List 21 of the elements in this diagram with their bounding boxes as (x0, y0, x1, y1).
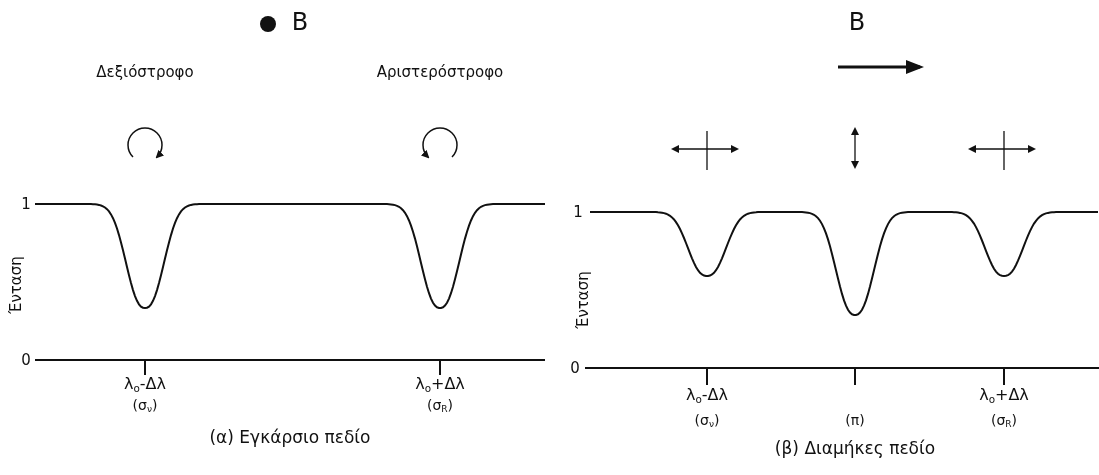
text-label: (α) Εγκάρσιο πεδίο (209, 427, 371, 447)
text-label: (β) Διαμήκες πεδίο (774, 438, 936, 458)
text-label: λ$_{o}$+Δλ (415, 375, 465, 395)
text-label: (π) (845, 413, 865, 429)
text-label: λ$_{o}$-Δλ (124, 375, 166, 395)
axis-label: Ένταση (7, 256, 25, 314)
text-label: (σ$_{R}$) (426, 397, 454, 415)
text-label: Δεξιόστροφο (96, 63, 194, 81)
text-label: Αριστερόστροφο (376, 63, 504, 81)
text-label: λ$_{o}$-Δλ (686, 386, 728, 406)
text-label: 0 (21, 351, 31, 369)
text-label: B (291, 8, 309, 36)
text-label: 0 (570, 359, 580, 377)
text-label: (σ$_{ν}$) (694, 412, 720, 430)
text-label: B (848, 8, 866, 36)
text-label: 1 (21, 195, 31, 213)
axis-label: Ένταση (574, 271, 592, 329)
text-label: λ$_{o}$+Δλ (979, 386, 1029, 406)
text-label: (σ$_{R}$) (990, 412, 1018, 430)
text-label: (σ$_{ν}$) (132, 397, 158, 415)
text-label: 1 (573, 203, 583, 221)
